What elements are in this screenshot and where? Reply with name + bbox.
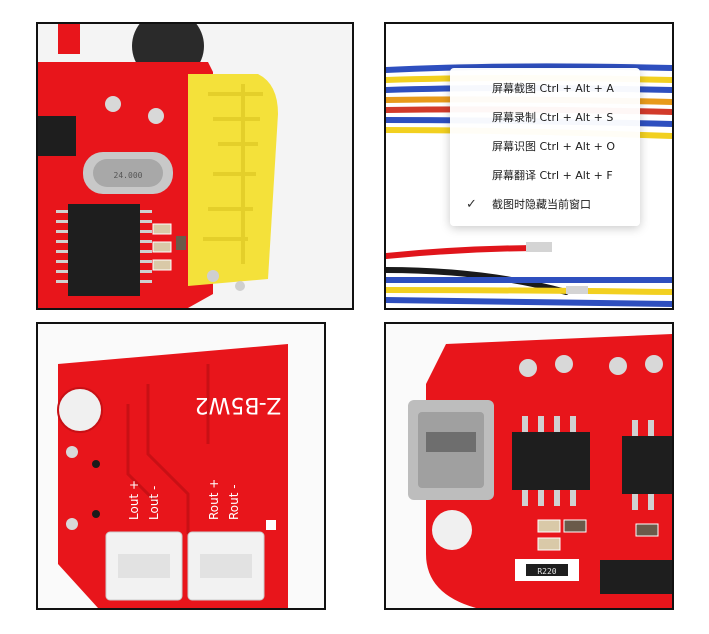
photo-antenna-closeup: 24.000 (36, 22, 354, 310)
menu-item-label: 屏幕翻译 Ctrl + Alt + F (492, 169, 613, 182)
menu-item-screen-capture[interactable]: 屏幕截图 Ctrl + Alt + A (450, 74, 640, 103)
audio-output-illustration: Z-B5W2 Lout + Lout - Rout + Rout - (38, 324, 324, 608)
rout-minus-label: Rout - (227, 484, 241, 520)
menu-item-hide-window[interactable]: ✓ 截图时隐藏当前窗口 (450, 190, 640, 219)
screenshot-context-menu: 屏幕截图 Ctrl + Alt + A 屏幕录制 Ctrl + Alt + S … (450, 68, 640, 226)
board-model-label: Z-B5W2 (195, 392, 282, 417)
menu-item-label: 屏幕截图 Ctrl + Alt + A (492, 82, 614, 95)
menu-item-label: 屏幕识图 Ctrl + Alt + O (492, 140, 616, 153)
menu-item-screen-translate[interactable]: 屏幕翻译 Ctrl + Alt + F (450, 161, 640, 190)
check-icon: ✓ (466, 197, 477, 212)
antenna-board-illustration: 24.000 (38, 24, 352, 308)
photo-usb-chips: R220 (384, 322, 674, 610)
lout-plus-label: Lout + (127, 480, 141, 520)
rout-plus-label: Rout + (207, 479, 221, 520)
menu-item-screen-record[interactable]: 屏幕录制 Ctrl + Alt + S (450, 103, 640, 132)
photo-audio-output: Z-B5W2 Lout + Lout - Rout + Rout - (36, 322, 326, 610)
menu-item-label: 截图时隐藏当前窗口 (492, 198, 591, 211)
usb-chips-illustration: R220 (386, 324, 672, 608)
menu-item-label: 屏幕录制 Ctrl + Alt + S (492, 111, 614, 124)
lout-minus-label: Lout - (147, 486, 161, 520)
resistor-label: R220 (537, 567, 556, 576)
menu-item-screen-ocr[interactable]: 屏幕识图 Ctrl + Alt + O (450, 132, 640, 161)
crystal-label: 24.000 (114, 171, 143, 180)
